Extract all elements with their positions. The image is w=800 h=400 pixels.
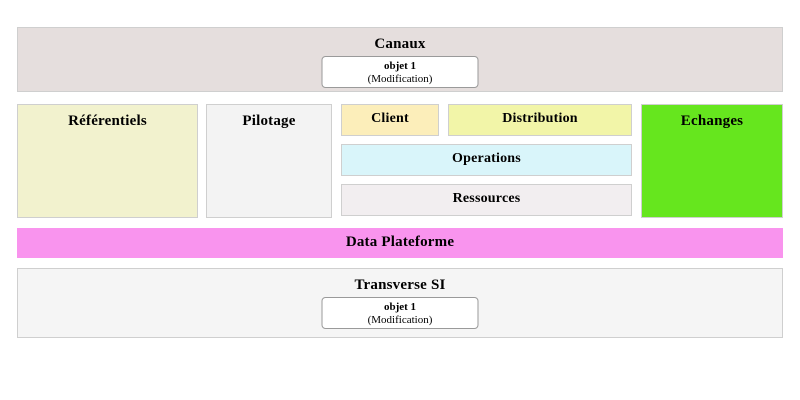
zone-echanges[interactable]: Echanges — [641, 104, 783, 218]
zone-pilotage-title: Pilotage — [242, 113, 296, 129]
zone-client[interactable]: Client — [341, 104, 439, 136]
zone-echanges-title: Echanges — [680, 113, 744, 129]
zone-distribution-title: Distribution — [502, 111, 578, 126]
zone-pilotage[interactable]: Pilotage — [206, 104, 332, 218]
zone-data-plateforme-title: Data Plateforme — [345, 234, 455, 250]
zone-client-title: Client — [371, 111, 409, 126]
zone-data-plateforme[interactable]: Data Plateforme — [17, 228, 783, 258]
object-card-transverse-si[interactable]: objet 1 (Modification) — [321, 297, 479, 329]
zone-distribution[interactable]: Distribution — [448, 104, 632, 136]
zone-ressources-title: Ressources — [452, 191, 521, 206]
zone-ressources[interactable]: Ressources — [341, 184, 632, 216]
zone-stack-top-row: Client Distribution — [341, 104, 632, 136]
zone-row-middle: Référentiels Pilotage Client Distributio… — [17, 104, 783, 218]
zone-canaux[interactable]: Canaux objet 1 (Modification) — [17, 27, 783, 92]
object-card-name: objet 1 — [383, 301, 417, 313]
zone-operations-title: Operations — [452, 151, 521, 166]
zone-referentiels[interactable]: Référentiels — [17, 104, 198, 218]
zone-transverse-si-title: Transverse SI — [354, 277, 446, 293]
object-card-canaux[interactable]: objet 1 (Modification) — [321, 56, 479, 88]
zone-canaux-title: Canaux — [374, 36, 426, 52]
zone-transverse-si[interactable]: Transverse SI objet 1 (Modification) — [17, 268, 783, 338]
object-card-state: (Modification) — [367, 73, 433, 85]
zone-stack-column: Client Distribution Operations Ressource… — [341, 104, 632, 218]
zone-referentiels-title: Référentiels — [68, 113, 147, 129]
object-card-state: (Modification) — [367, 314, 433, 326]
architecture-diagram: Canaux objet 1 (Modification) Référentie… — [17, 27, 783, 338]
object-card-name: objet 1 — [383, 60, 417, 72]
zone-operations[interactable]: Operations — [341, 144, 632, 176]
